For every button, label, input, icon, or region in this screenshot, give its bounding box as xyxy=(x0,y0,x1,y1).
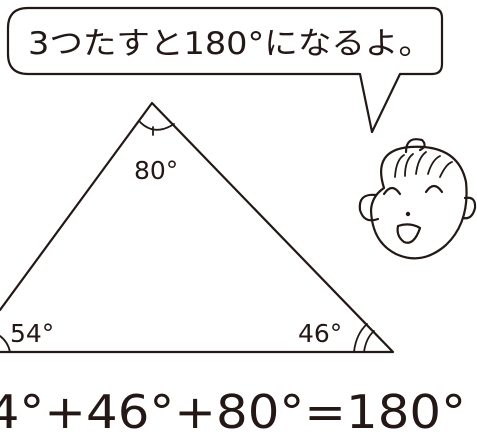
angle-label-top: 80° xyxy=(134,156,178,185)
child-face-icon xyxy=(358,138,477,260)
angle-label-bottom-left: 54° xyxy=(10,319,54,348)
angle-arc-bottom-right-inner xyxy=(363,330,375,353)
angle-arc-bottom-left xyxy=(0,335,11,353)
child-eye-right xyxy=(424,184,444,194)
angle-arc-bottom-right-outer xyxy=(353,323,368,353)
triangle: 80° 54° 46° xyxy=(0,101,395,354)
speech-bubble: 3つたすと180°になるよ。 xyxy=(6,6,444,134)
child-hair-curl xyxy=(404,138,426,154)
child-ear-left xyxy=(358,193,380,222)
angle-arc-top xyxy=(138,120,175,131)
child-bangs xyxy=(394,151,453,178)
child-head-outline xyxy=(369,145,468,260)
triangle-edges xyxy=(0,101,395,354)
child-nose xyxy=(405,211,411,217)
angle-sum-equation: 54°+46°+80°=180° xyxy=(0,385,466,439)
child-eye-left xyxy=(382,186,402,196)
child-mouth xyxy=(396,223,422,244)
speech-bubble-outline xyxy=(6,6,444,134)
angle-label-bottom-right: 46° xyxy=(298,319,342,348)
speech-bubble-text: 3つたすと180°になるよ。 xyxy=(28,26,432,62)
child-ear-right xyxy=(461,196,477,220)
